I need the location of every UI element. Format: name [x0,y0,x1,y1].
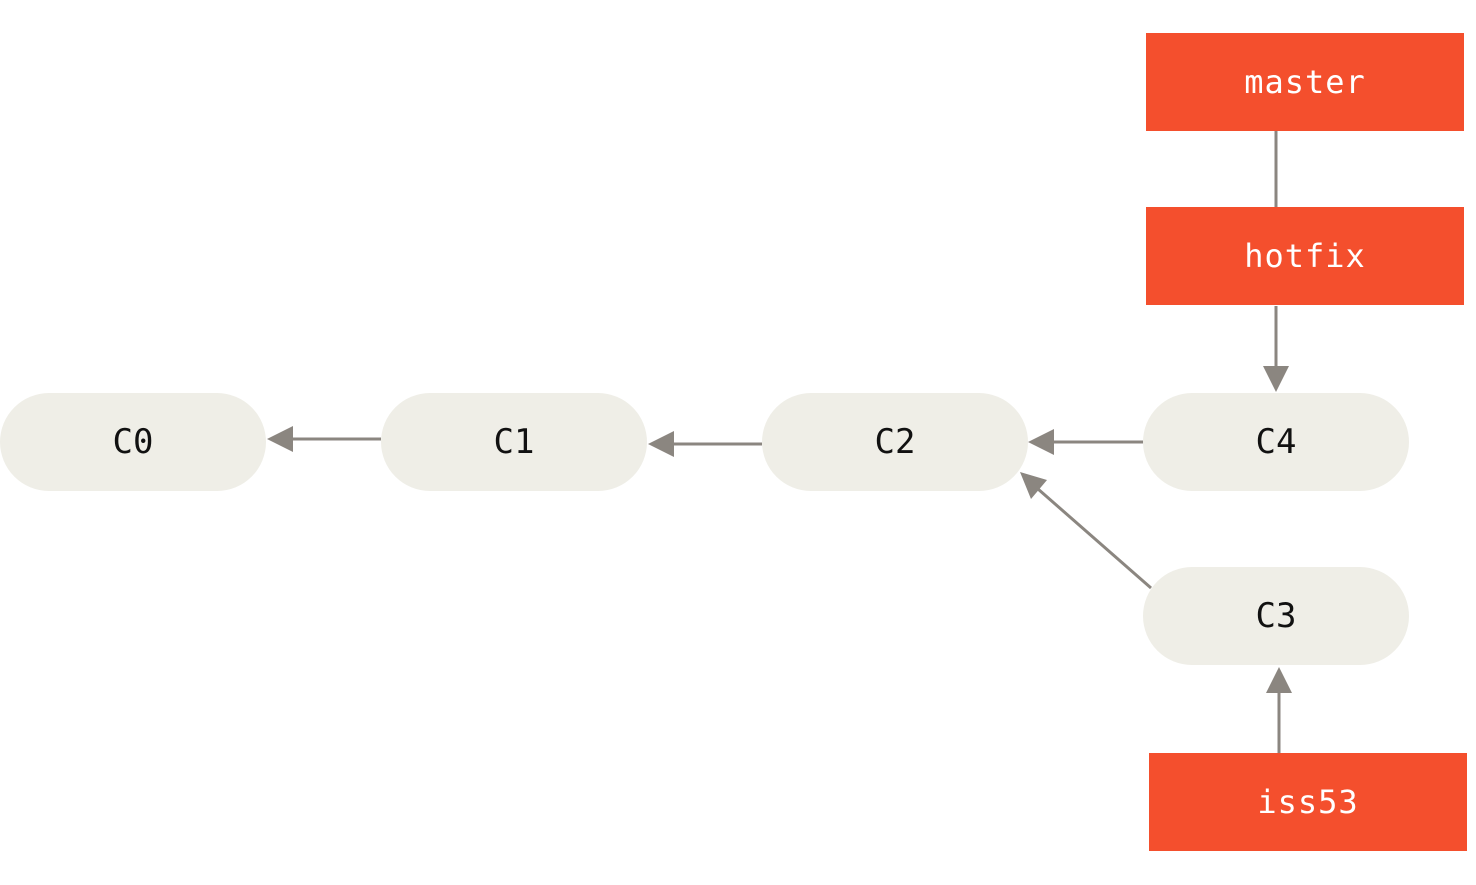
iss53-to-c3-arrowhead [1266,667,1292,693]
c2-to-c1-arrowhead [648,431,674,457]
branch-iss53: iss53 [1149,753,1467,851]
commit-c2: C2 [762,393,1028,491]
commit-c2-label: C2 [874,422,916,462]
commit-c4: C4 [1143,393,1409,491]
commit-c0-label: C0 [112,422,154,462]
commit-c3-label: C3 [1255,596,1297,636]
branch-hotfix-label: hotfix [1244,237,1366,275]
c3-to-c2-arrowhead [1020,472,1047,499]
branch-hotfix: hotfix [1146,207,1464,305]
branch-master-label: master [1244,63,1366,101]
c3-to-c2-line [1037,487,1152,590]
commit-c0: C0 [0,393,266,491]
hotfix-to-c4-arrowhead [1263,366,1289,392]
branch-master: master [1146,33,1464,131]
commit-c1-label: C1 [493,422,535,462]
commit-c4-label: C4 [1255,422,1297,462]
commit-c3: C3 [1143,567,1409,665]
commit-c1: C1 [381,393,647,491]
branch-iss53-label: iss53 [1257,783,1359,821]
c4-to-c2-arrowhead [1028,429,1054,455]
c1-to-c0-arrowhead [267,426,293,452]
